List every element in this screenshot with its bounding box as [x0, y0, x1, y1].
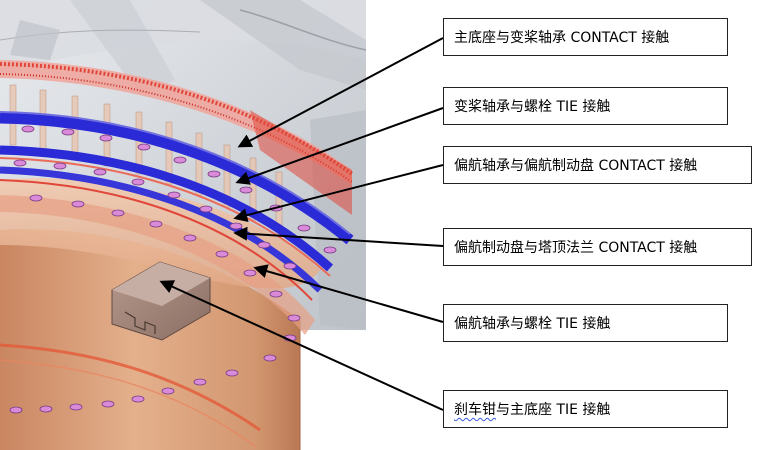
label-brake-disc-tower-flange-contact: 偏航制动盘与塔顶法兰 CONTACT 接触: [443, 228, 752, 266]
bolt-heads: [9, 125, 337, 414]
label-main-base-pitch-bearing-contact: 主底座与变桨轴承 CONTACT 接触: [443, 18, 728, 56]
main-base-ring: [0, 60, 354, 215]
leader-line-5: [253, 264, 444, 323]
leader-line-3: [233, 164, 444, 223]
label-yaw-bearing-brake-disc-contact: 偏航轴承与偏航制动盘 CONTACT 接触: [443, 146, 752, 184]
leader-line-1: [237, 37, 444, 148]
label-pitch-bearing-bolt-tie: 变桨轴承与螺栓 TIE 接触: [443, 87, 728, 125]
label-brake-caliper-rest: 与主底座 TIE 接触: [496, 402, 611, 418]
label-yaw-bearing-bolt-tie: 偏航轴承与螺栓 TIE 接触: [443, 304, 728, 342]
leader-line-6: [159, 280, 444, 411]
label-brake-caliper-main-base-tie: 刹车钳与主底座 TIE 接触: [443, 390, 728, 428]
leader-line-4: [233, 226, 444, 247]
brake-disc-ring: [0, 166, 323, 301]
leader-line-2: [235, 107, 444, 185]
label-brake-caliper-word: 刹车钳: [454, 402, 496, 418]
leader-lines: [159, 37, 444, 411]
